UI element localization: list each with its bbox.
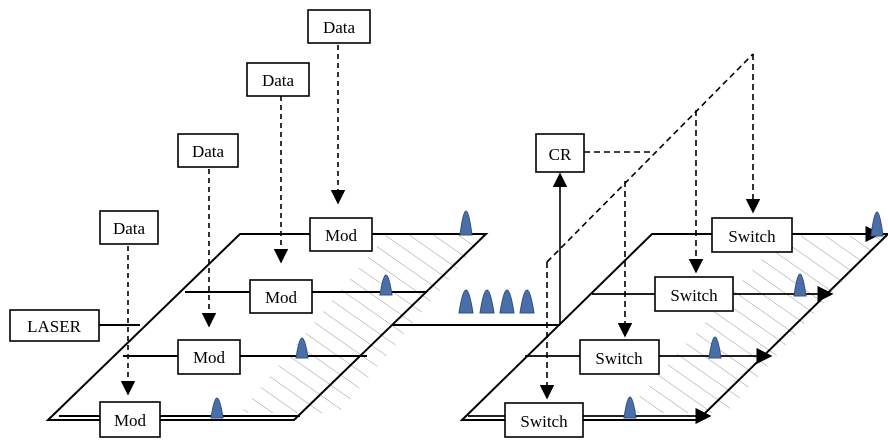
pulse-icon (519, 289, 535, 314)
data-box-3: Data (246, 62, 310, 97)
mod-label: Mod (265, 288, 298, 307)
pulse-icon (479, 289, 495, 314)
switch-box-2: Switch (579, 339, 660, 375)
delay-region-left (240, 234, 486, 413)
switch-label: Switch (670, 286, 718, 305)
mod-label: Mod (114, 411, 147, 430)
mod-label: Mod (193, 348, 226, 367)
data-box-1: Data (99, 210, 159, 245)
mod-box-4: Mod (309, 217, 373, 252)
switch-label: Switch (728, 227, 776, 246)
switch-box-1: Switch (504, 402, 584, 438)
cr-box: CR (535, 133, 585, 173)
laser-label: LASER (27, 317, 82, 336)
mod-label: Mod (325, 226, 358, 245)
data-box-4: Data (307, 9, 371, 44)
modulator-section: LASER Data Data Data Data (9, 9, 489, 438)
pulse-icon (623, 396, 637, 419)
cr-label: CR (549, 145, 572, 164)
switch-box-4: Switch (711, 217, 793, 253)
pulse-icon (499, 289, 515, 314)
laser-box (9, 309, 100, 342)
delay-region-right (625, 236, 883, 413)
data-label: Data (113, 219, 146, 238)
pulse-icon (379, 274, 393, 296)
switch-label: Switch (520, 412, 568, 431)
splitter-plane-left (45, 233, 489, 421)
data-label: Data (192, 142, 225, 161)
control-diagonal (546, 53, 754, 263)
pulse-icon (793, 273, 807, 297)
pulse-icon (870, 211, 884, 237)
mod-box-2: Mod (177, 339, 241, 375)
data-box-2: Data (177, 133, 239, 168)
splitter-plane-right (459, 233, 888, 421)
switch-box-3: Switch (654, 276, 734, 312)
data-label: Data (323, 18, 356, 37)
pulse-icon (708, 336, 722, 359)
pulse-icon (295, 337, 309, 359)
pulse-icon (459, 210, 473, 236)
switch-label: Switch (595, 349, 643, 368)
pulse-icon (458, 289, 474, 314)
mod-box-1: Mod (99, 401, 161, 438)
data-label: Data (262, 71, 295, 90)
mod-box-3: Mod (249, 279, 313, 314)
combined-stream (393, 289, 560, 326)
pulse-icon (210, 397, 224, 419)
switch-section: CR Switch Switch (459, 53, 888, 438)
